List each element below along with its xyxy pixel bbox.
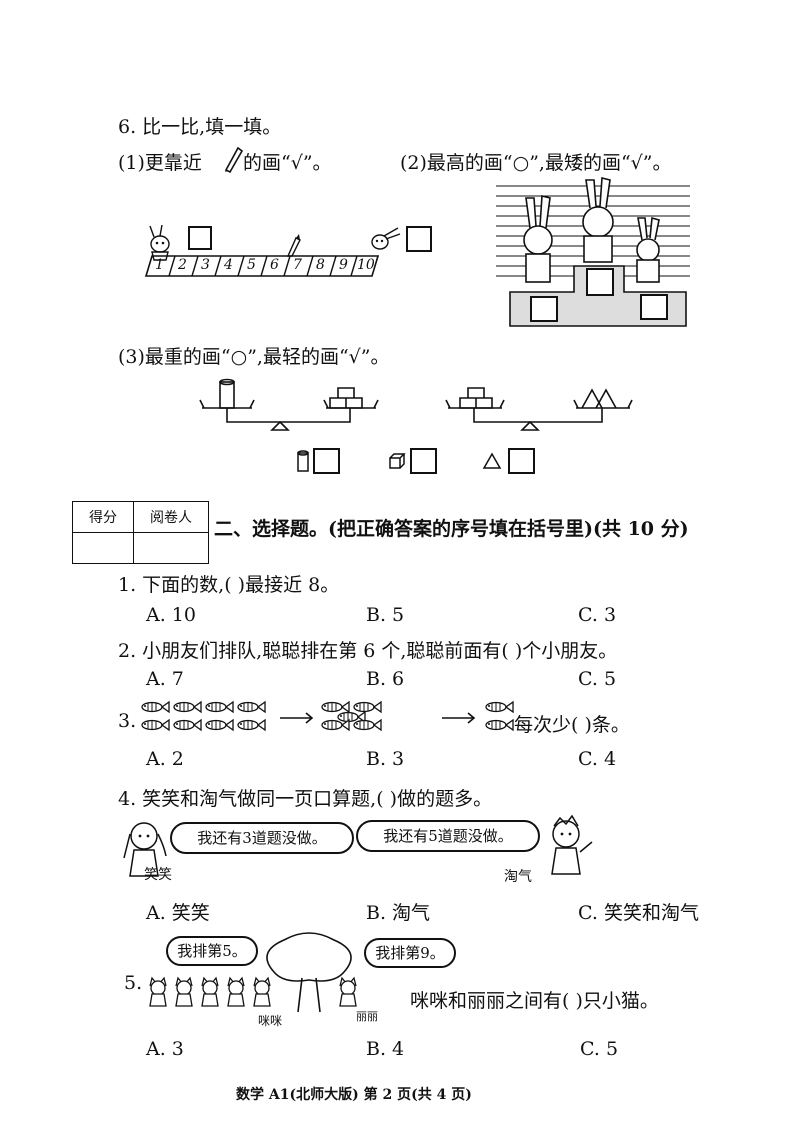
cylinder-icon <box>297 450 309 472</box>
q2-stem: 2. 小朋友们排队,聪聪排在第 6 个,聪聪前面有( )个小朋友。 <box>118 640 618 662</box>
q6-part1-text-a: (1)更靠近 <box>118 152 202 174</box>
fish-sequence-picture <box>141 701 514 731</box>
cube-icon <box>389 453 406 469</box>
number-ruler: 1 2 3 4 5 6 7 8 9 10 <box>144 255 380 277</box>
name-xiaoxiao: 笑笑 <box>144 867 172 883</box>
grader-cell[interactable] <box>133 532 209 564</box>
ruler-number: 3 <box>201 257 210 273</box>
score-table: 得分 阅卷人 <box>72 501 209 564</box>
ruler-number: 9 <box>339 257 348 273</box>
q6-part1-text-b: 的画“√”。 <box>243 152 332 174</box>
q4-option-a[interactable]: A. 笑笑 <box>146 902 210 924</box>
q6-title: 6. 比一比,填一填。 <box>118 116 282 138</box>
balance-right-picture <box>445 387 633 431</box>
ruler-number: 5 <box>247 257 256 273</box>
q6-part2-text: (2)最高的画“○”,最矮的画“√”。 <box>400 152 672 174</box>
q3-stem: 每次少( )条。 <box>514 714 630 736</box>
ruler-number: 2 <box>178 257 187 273</box>
ruler-number: 10 <box>357 257 375 273</box>
section2-title: 二、选择题。(把正确答案的序号填在括号里)(共 10 分) <box>214 518 689 540</box>
boy-taoqi-icon <box>551 814 593 875</box>
name-taoqi: 淘气 <box>504 869 532 885</box>
q4-stem: 4. 笑笑和淘气做同一页口算题,( )做的题多。 <box>118 788 493 810</box>
name-lili: 丽丽 <box>356 1010 378 1023</box>
answer-box-cube[interactable] <box>410 448 437 474</box>
q5-option-c[interactable]: C. 5 <box>580 1038 619 1060</box>
q3-option-a[interactable]: A. 2 <box>146 748 184 770</box>
q1-option-a[interactable]: A. 10 <box>146 604 196 626</box>
ruler-number: 4 <box>224 257 233 273</box>
q3-number: 3. <box>118 710 137 732</box>
answer-box-rabbit-left[interactable] <box>188 226 212 250</box>
q1-option-c[interactable]: C. 3 <box>578 604 617 626</box>
balance-left-picture <box>199 378 379 431</box>
q5-number: 5. <box>124 972 143 994</box>
page-footer: 数学 A1(北师大版) 第 2 页(共 4 页) <box>236 1087 472 1103</box>
answer-box-podium-right[interactable] <box>640 294 668 320</box>
q5-stem: 咪咪和丽丽之间有( )只小猫。 <box>410 990 659 1012</box>
q1-option-b[interactable]: B. 5 <box>366 604 405 626</box>
ruler-number: 1 <box>155 257 164 273</box>
name-mimi: 咪咪 <box>258 1014 283 1028</box>
q6-part3-text: (3)最重的画“○”,最轻的画“√”。 <box>118 346 390 368</box>
rabbit-right-icon <box>371 227 401 250</box>
q1-stem: 1. 下面的数,( )最接近 8。 <box>118 574 340 596</box>
answer-box-cone[interactable] <box>508 448 535 474</box>
ruler-number: 7 <box>293 257 302 273</box>
rabbit-left-icon <box>149 224 170 261</box>
bubble-lili: 我排第9。 <box>364 938 456 968</box>
q5-option-a[interactable]: A. 3 <box>146 1038 184 1060</box>
score-cell[interactable] <box>72 532 134 564</box>
q4-option-b[interactable]: B. 淘气 <box>366 902 431 924</box>
girl-xiaoxiao-icon <box>123 822 167 877</box>
q2-option-b[interactable]: B. 6 <box>366 668 405 690</box>
q3-option-b[interactable]: B. 3 <box>366 748 405 770</box>
q4-option-c[interactable]: C. 笑笑和淘气 <box>578 902 699 924</box>
answer-box-rabbit-right[interactable] <box>406 226 432 252</box>
answer-box-podium-left[interactable] <box>530 296 558 322</box>
q2-option-c[interactable]: C. 5 <box>578 668 617 690</box>
pencil-icon <box>224 146 244 174</box>
q2-option-a[interactable]: A. 7 <box>146 668 184 690</box>
ruler-number: 8 <box>316 257 325 273</box>
answer-box-cylinder[interactable] <box>313 448 340 474</box>
cats-row-picture <box>149 977 357 1007</box>
grader-label: 阅卷人 <box>133 501 209 533</box>
bubble-mimi: 我排第5。 <box>166 936 258 966</box>
cone-icon <box>482 452 502 469</box>
answer-box-podium-middle[interactable] <box>586 268 614 296</box>
ruler-pencil-icon <box>286 234 301 257</box>
bubble-xiaoxiao: 我还有3道题没做。 <box>170 822 354 854</box>
tree-icon <box>266 932 352 1013</box>
ruler-number: 6 <box>270 257 279 273</box>
score-label: 得分 <box>72 501 134 533</box>
q3-option-c[interactable]: C. 4 <box>578 748 617 770</box>
bubble-taoqi: 我还有5道题没做。 <box>356 820 540 852</box>
q5-option-b[interactable]: B. 4 <box>366 1038 405 1060</box>
